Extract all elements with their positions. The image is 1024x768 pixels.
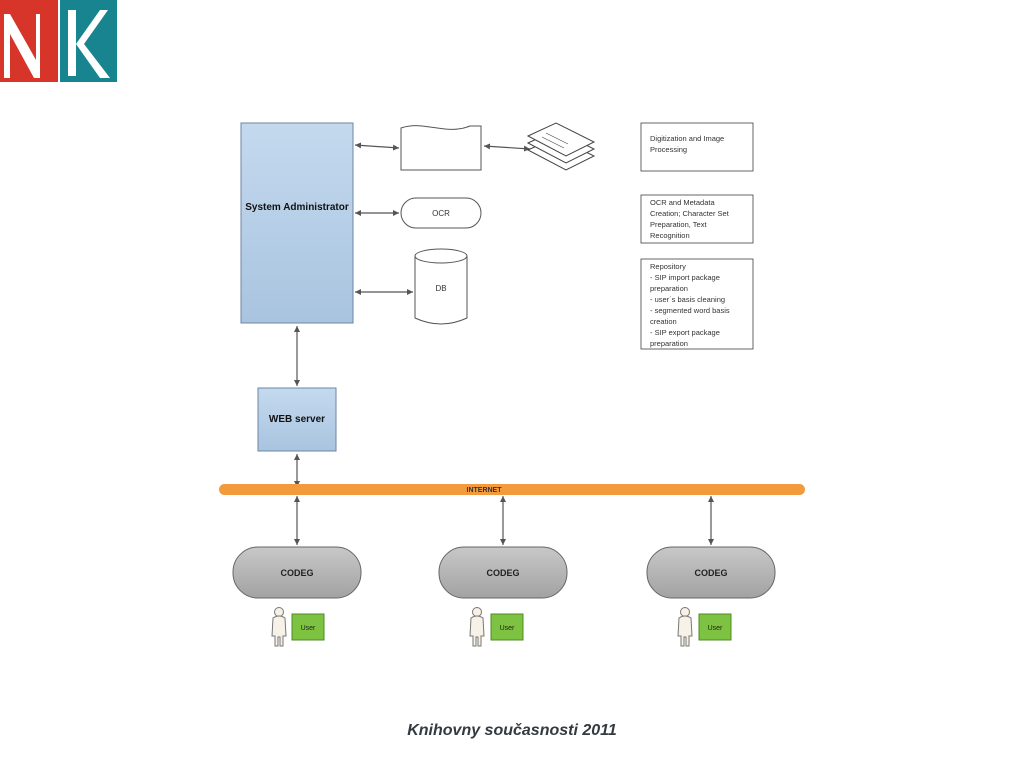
legend-text: Preparation, Text bbox=[650, 220, 707, 229]
legend-text: Processing bbox=[650, 145, 687, 154]
codeg-label: CODEG bbox=[694, 568, 727, 578]
codeg-node: CODEG bbox=[646, 546, 776, 599]
footer-text: Knihovny současnosti 2011 bbox=[407, 722, 617, 739]
user-group: User bbox=[677, 607, 732, 647]
multi-document-icon bbox=[526, 122, 596, 171]
user-label: User bbox=[708, 625, 723, 632]
db-label: DB bbox=[435, 284, 446, 293]
legend-text: Creation; Character Set bbox=[650, 209, 730, 218]
ocr-label: OCR bbox=[432, 209, 450, 218]
web-server-box: WEB server bbox=[257, 387, 337, 452]
legend-repository: Repository - SIP import package preparat… bbox=[640, 258, 754, 350]
internet-label: INTERNET bbox=[467, 487, 503, 494]
codeg-node: CODEG bbox=[232, 546, 362, 599]
web-server-label: WEB server bbox=[269, 414, 325, 425]
legend-text: Repository bbox=[650, 262, 686, 271]
legend-text: preparation bbox=[650, 339, 688, 348]
legend-digitization: Digitization and Image Processing bbox=[640, 122, 754, 172]
user-group: User bbox=[469, 607, 524, 647]
legend-ocr-metadata: OCR and Metadata Creation; Character Set… bbox=[640, 194, 754, 244]
codeg-label: CODEG bbox=[486, 568, 519, 578]
svg-text:Digitization and Image P: Digitization and Image Processing bbox=[650, 134, 726, 154]
legend-text: Recognition bbox=[650, 231, 690, 240]
codeg-label: CODEG bbox=[280, 568, 313, 578]
system-administrator-label: System Administrator bbox=[245, 202, 349, 213]
connectors bbox=[294, 142, 714, 545]
person-icon bbox=[271, 607, 287, 647]
legend-text: preparation bbox=[650, 284, 688, 293]
user-label: User bbox=[500, 625, 515, 632]
user-label: User bbox=[301, 625, 316, 632]
internet-bar: INTERNET bbox=[219, 484, 805, 495]
user-group: User bbox=[271, 607, 325, 647]
person-icon bbox=[677, 607, 693, 647]
legend-text: - SIP export package bbox=[650, 328, 720, 337]
svg-text:OCR and Metadata Creatio: OCR and Metadata Creation; Character Set… bbox=[650, 198, 731, 240]
legend-text: - SIP import package bbox=[650, 273, 720, 282]
codeg-node: CODEG bbox=[438, 546, 568, 599]
system-administrator-box: System Administrator bbox=[240, 122, 354, 324]
legend-text: OCR and Metadata bbox=[650, 198, 715, 207]
legend-text: - user´s basis cleaning bbox=[650, 295, 725, 304]
svg-text:Repository - SIP import: Repository - SIP import package preparat… bbox=[650, 262, 732, 348]
document-shape bbox=[400, 125, 482, 171]
ocr-process: OCR bbox=[400, 197, 482, 229]
person-icon bbox=[469, 607, 485, 647]
legend-text: - segmented word basis bbox=[650, 306, 730, 315]
nk-logo bbox=[0, 0, 117, 82]
db-cylinder: DB bbox=[414, 248, 468, 325]
legend-text: Digitization and Image bbox=[650, 134, 724, 143]
legend-text: creation bbox=[650, 317, 677, 326]
